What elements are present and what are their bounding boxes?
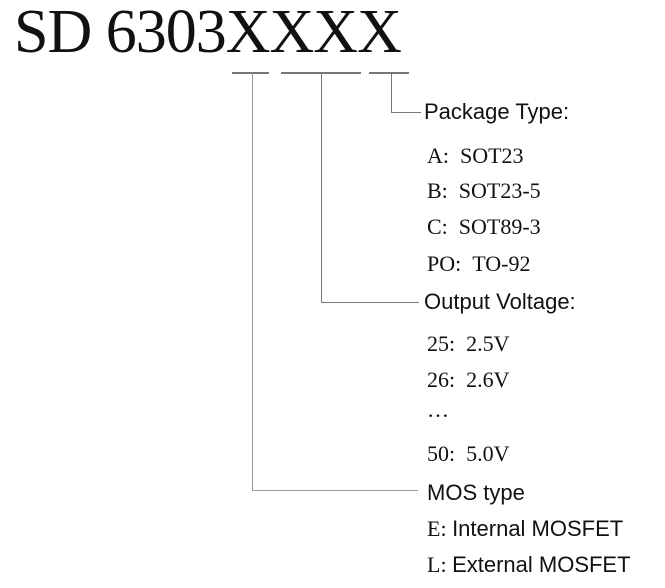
voltage-item: 25: 2.5V — [427, 330, 510, 358]
mos-item: L: External MOSFET — [427, 551, 631, 579]
segment-bar-mos — [232, 72, 269, 74]
package-code: C: — [427, 214, 448, 239]
package-item: B: SOT23-5 — [427, 177, 541, 205]
mos-value: Internal MOSFET — [452, 516, 624, 541]
package-value: TO-92 — [472, 251, 531, 276]
connector-mos-horizontal — [252, 490, 418, 491]
segment-bar-package — [369, 72, 409, 74]
connector-package-vertical — [391, 73, 392, 113]
voltage-code: 50: — [427, 441, 456, 466]
mos-item: E: Internal MOSFET — [427, 515, 623, 543]
package-code: B: — [427, 178, 448, 203]
connector-voltage-horizontal — [321, 302, 419, 303]
voltage-item: 26: 2.6V — [427, 366, 510, 394]
mos-code: E: — [427, 516, 447, 541]
voltage-item: 50: 5.0V — [427, 440, 510, 468]
package-item: C: SOT89-3 — [427, 213, 541, 241]
mos-code: L: — [427, 552, 447, 577]
voltage-code: 26: — [427, 367, 456, 392]
part-number-title: SD 6303XXXX — [14, 0, 402, 66]
package-value: SOT23 — [460, 143, 524, 168]
voltage-value: 2.6V — [466, 367, 510, 392]
package-value: SOT23-5 — [458, 178, 541, 203]
package-item: PO: TO-92 — [427, 250, 531, 278]
mos-value: External MOSFET — [452, 552, 631, 577]
package-value: SOT89-3 — [458, 214, 541, 239]
voltage-ellipsis: … — [427, 397, 449, 422]
package-code: PO: — [427, 251, 462, 276]
package-item: A: SOT23 — [427, 142, 524, 170]
output-voltage-header: Output Voltage: — [424, 289, 576, 314]
package-code: A: — [427, 143, 449, 168]
connector-mos-vertical — [252, 73, 253, 491]
voltage-value: 2.5V — [466, 331, 510, 356]
mos-type-header: MOS type — [427, 480, 525, 505]
connector-package-horizontal — [391, 112, 421, 113]
package-type-header: Package Type: — [424, 99, 570, 124]
voltage-code: 25: — [427, 331, 456, 356]
voltage-value: 5.0V — [466, 441, 510, 466]
connector-voltage-vertical — [321, 73, 322, 303]
